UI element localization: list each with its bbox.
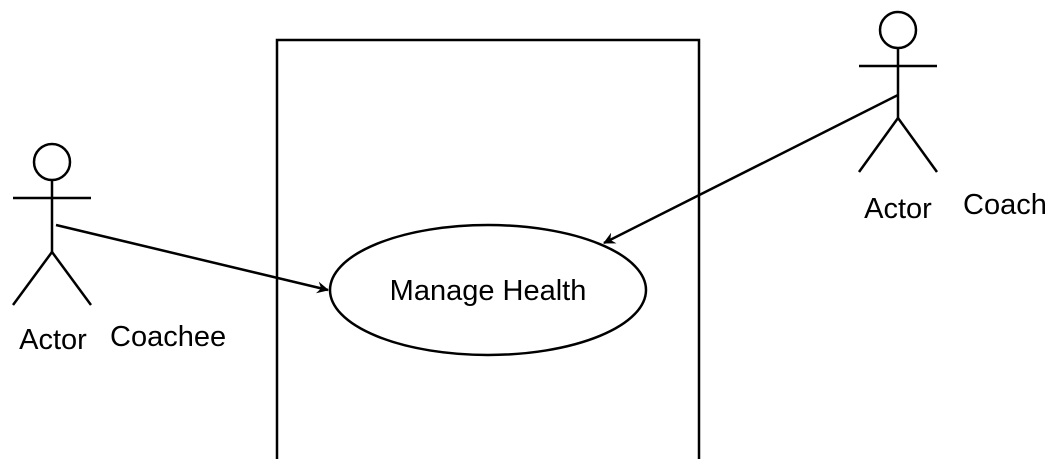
actor-coachee [11, 142, 93, 306]
actor-left-leg [857, 117, 900, 173]
actor-coachee-role-label: Coachee [110, 321, 226, 353]
actor-coach-role-label: Coach [963, 189, 1047, 221]
association-coach-to-use-case [603, 93, 899, 245]
actor-head [32, 142, 72, 182]
association-coachee-to-use-case [55, 223, 329, 294]
actor-coach [857, 10, 939, 173]
use-case-label: Manage Health [390, 275, 587, 307]
actor-coach-figure-label: Actor [864, 193, 932, 225]
system-boundary [275, 38, 701, 459]
use-case-ellipse [328, 223, 648, 357]
actor-right-leg [896, 117, 939, 173]
actor-right-leg [50, 251, 93, 306]
actor-left-leg [11, 251, 54, 306]
actor-head [878, 10, 918, 50]
actor-coachee-figure-label: Actor [19, 324, 87, 356]
